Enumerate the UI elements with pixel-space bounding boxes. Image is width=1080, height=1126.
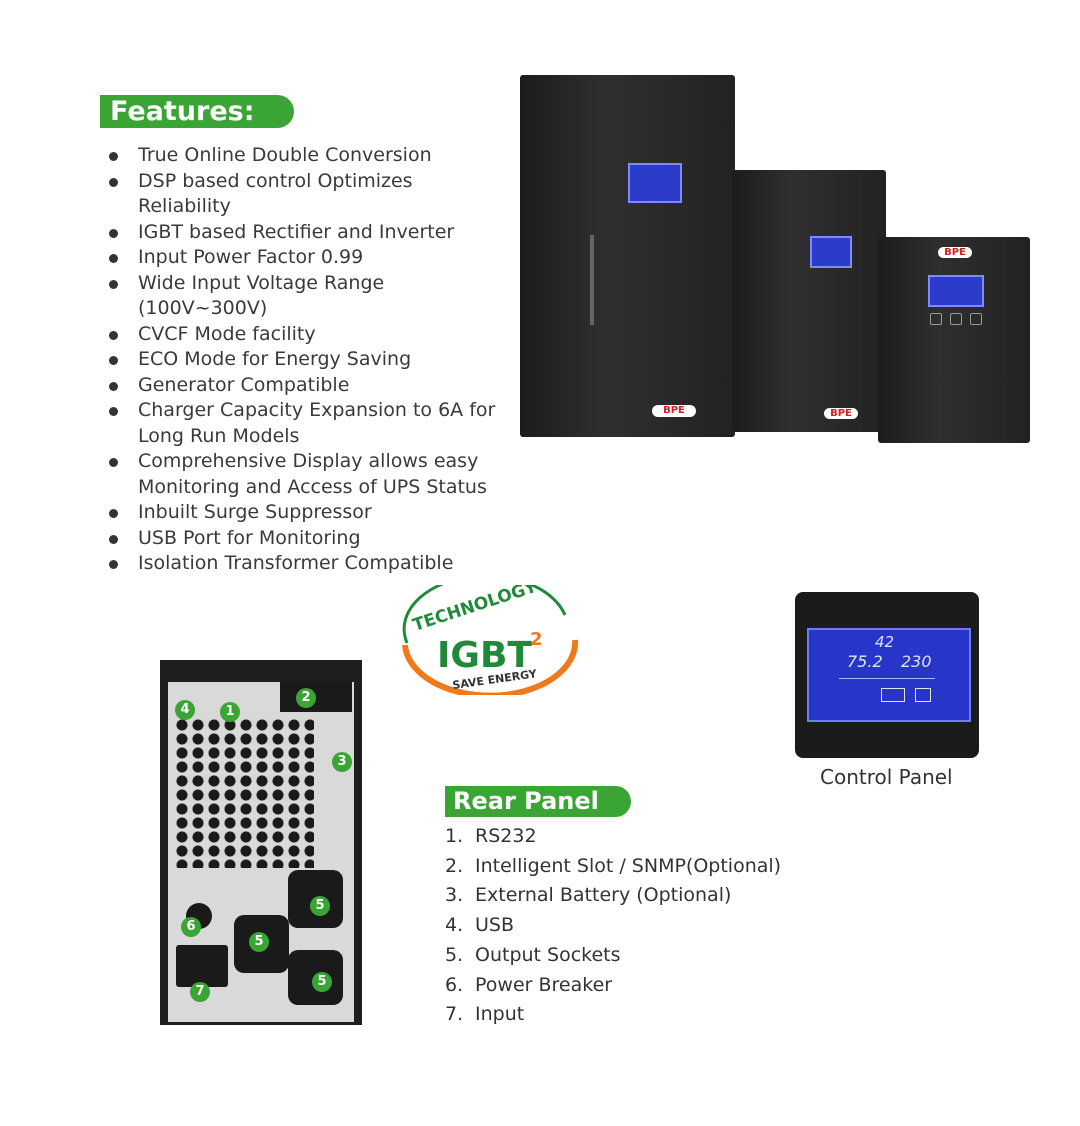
marker-6: 6 — [181, 917, 201, 937]
lcd-value-right: 230 — [901, 652, 932, 671]
lcd-display — [628, 163, 682, 203]
marker-5: 5 — [310, 896, 330, 916]
marker-1: 1 — [220, 702, 240, 722]
list-item: Wide Input Voltage Range (100V~300V) — [105, 271, 505, 322]
lcd-value-left: 75.2 — [847, 652, 883, 671]
brand-logo: BPE — [938, 247, 972, 258]
list-item: 3.External Battery (Optional) — [445, 884, 732, 907]
lcd-display — [810, 236, 852, 268]
marker-5: 5 — [312, 972, 332, 992]
input-socket — [176, 945, 228, 987]
marker-7: 7 — [190, 982, 210, 1002]
badge-arc-text: TECHNOLOGY — [410, 585, 540, 636]
rear-panel-heading: Rear Panel — [445, 786, 631, 817]
marker-5: 5 — [249, 932, 269, 952]
ups-tower-medium: BPE — [732, 170, 886, 432]
lcd-value-top: 42 — [875, 633, 895, 651]
marker-4: 4 — [175, 700, 195, 720]
badge-main-text: IGBT — [437, 635, 532, 676]
list-item: 7.Input — [445, 1003, 525, 1026]
list-item: Inbuilt Surge Suppressor — [105, 500, 505, 526]
rear-panel-image: 4 1 2 3 5 5 5 6 7 — [160, 660, 362, 1025]
badge-superscript: 2 — [530, 629, 543, 650]
list-item: 5.Output Sockets — [445, 943, 621, 966]
control-panel-caption: Control Panel — [820, 765, 953, 789]
list-item: True Online Double Conversion — [105, 143, 505, 169]
ups-product-image: BPE BPE BPE — [520, 75, 1032, 445]
list-item: CVCF Mode facility — [105, 322, 505, 348]
lcd-display: 42 75.2 230 — [807, 628, 971, 722]
list-item: 6.Power Breaker — [445, 973, 613, 996]
marker-2: 2 — [296, 688, 316, 708]
list-item: Comprehensive Display allows easy Monito… — [105, 449, 505, 500]
list-item: Generator Compatible — [105, 373, 505, 399]
list-item: 2.Intelligent Slot / SNMP(Optional) — [445, 854, 782, 877]
ups-tower-small: BPE — [878, 237, 1030, 443]
lcd-display — [928, 275, 984, 307]
ventilation-grille — [174, 718, 314, 868]
list-item: Isolation Transformer Compatible — [105, 551, 505, 577]
marker-3: 3 — [332, 752, 352, 772]
ups-tower-large: BPE — [520, 75, 735, 437]
list-item: 4.USB — [445, 914, 515, 937]
rear-panel-list: 1.RS232 2.Intelligent Slot / SNMP(Option… — [445, 822, 781, 1030]
list-item: 1.RS232 — [445, 825, 537, 847]
list-item: Charger Capacity Expansion to 6A for Lon… — [105, 398, 505, 449]
brand-logo: BPE — [824, 408, 858, 419]
features-heading: Features: — [100, 95, 294, 128]
list-item: IGBT based Rectifier and Inverter — [105, 220, 505, 246]
control-panel-image: 42 75.2 230 — [795, 592, 979, 758]
list-item: ECO Mode for Energy Saving — [105, 347, 505, 373]
list-item: DSP based control Optimizes Reliability — [105, 169, 505, 220]
brand-logo: BPE — [652, 405, 696, 417]
igbt-technology-badge: TECHNOLOGY IGBT 2 SAVE ENERGY — [402, 585, 579, 695]
list-item: USB Port for Monitoring — [105, 526, 505, 552]
features-list: True Online Double Conversion DSP based … — [105, 143, 505, 577]
list-item: Input Power Factor 0.99 — [105, 245, 505, 271]
